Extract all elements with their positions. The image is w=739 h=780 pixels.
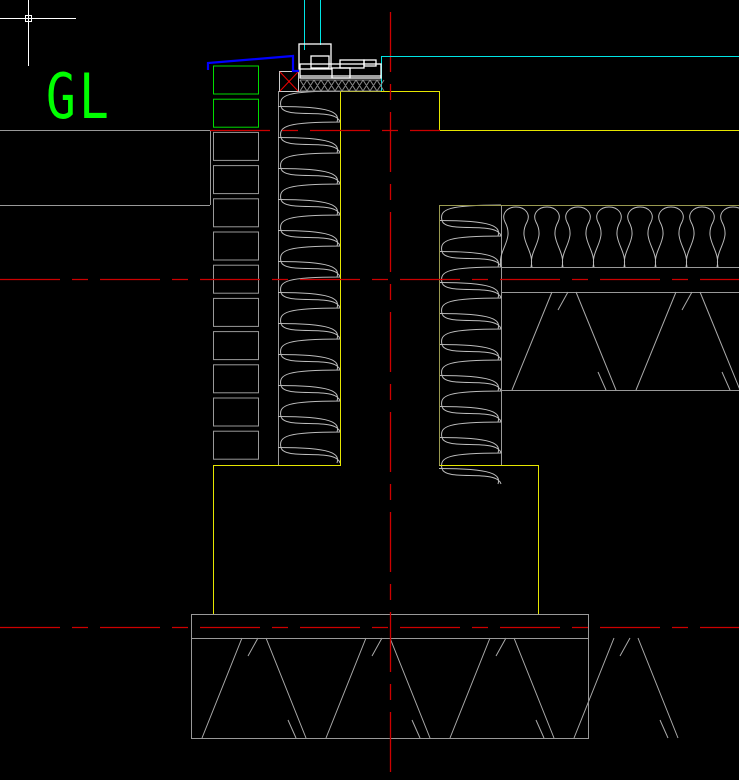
sill-hatch-lines: [299, 79, 385, 92]
brick: [213, 397, 259, 427]
brick: [213, 98, 259, 128]
brick: [213, 297, 259, 327]
glazing-lines: [304, 0, 739, 91]
floor-insulation-loops: [499, 206, 739, 268]
sill-hatch: [299, 79, 385, 92]
crosshair-cursor-icon: [0, 0, 76, 66]
brick: [213, 231, 259, 261]
brick: [213, 364, 259, 394]
sealant-block-icon: [279, 71, 299, 92]
wall-insulation: [277, 90, 739, 485]
brick: [213, 131, 259, 161]
brick: [213, 430, 259, 460]
gravel-hatch: [201, 291, 739, 739]
brick: [213, 65, 259, 95]
brick-veneer: [213, 65, 259, 460]
insulation-loops: [277, 90, 341, 464]
ground-level-label: GL: [46, 60, 113, 133]
gravel-hatch-lines: [201, 637, 679, 739]
floor-slab: [501, 267, 739, 391]
flashing: [206, 54, 299, 73]
brick: [213, 198, 259, 228]
brick: [213, 331, 259, 361]
centerlines: [0, 12, 739, 780]
brick: [213, 165, 259, 195]
ground-slab-left: [0, 130, 211, 206]
insulation-loops: [438, 204, 502, 485]
insulation-outline: [278, 91, 341, 466]
window-frame-detail: [298, 43, 382, 79]
concrete-foundation-outline: [213, 91, 739, 615]
gravel-hatch-lines: [511, 291, 739, 391]
